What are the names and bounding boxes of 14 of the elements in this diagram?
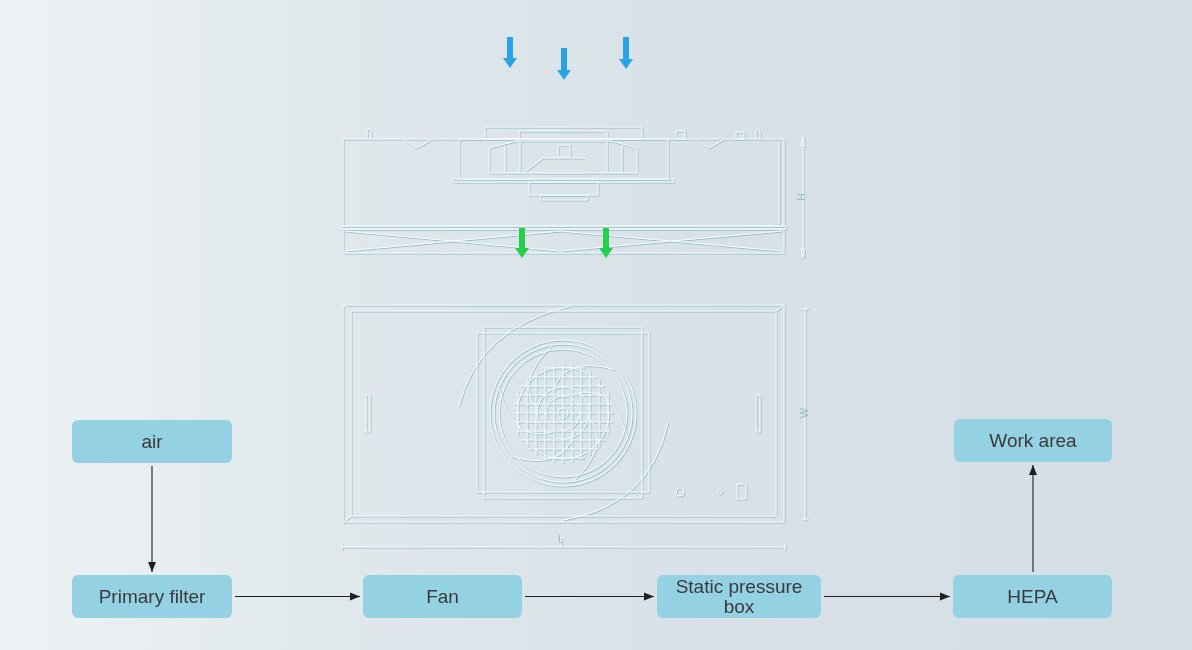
process-box: Fan: [363, 575, 522, 618]
arrow: [524, 592, 655, 601]
process-box: air: [72, 420, 232, 463]
arrow: [148, 465, 156, 573]
arrow: [823, 592, 951, 601]
process-box: HEPA: [953, 575, 1112, 618]
dimension-label: W: [798, 407, 811, 419]
dimension-label: L: [558, 533, 565, 545]
arrow: [234, 592, 361, 601]
process-box: Work area: [954, 419, 1112, 462]
arrow: [1029, 464, 1037, 573]
dimension-label: H: [795, 193, 807, 201]
process-box: Primary filter: [72, 575, 232, 618]
process-box: Static pressure box: [657, 575, 821, 618]
